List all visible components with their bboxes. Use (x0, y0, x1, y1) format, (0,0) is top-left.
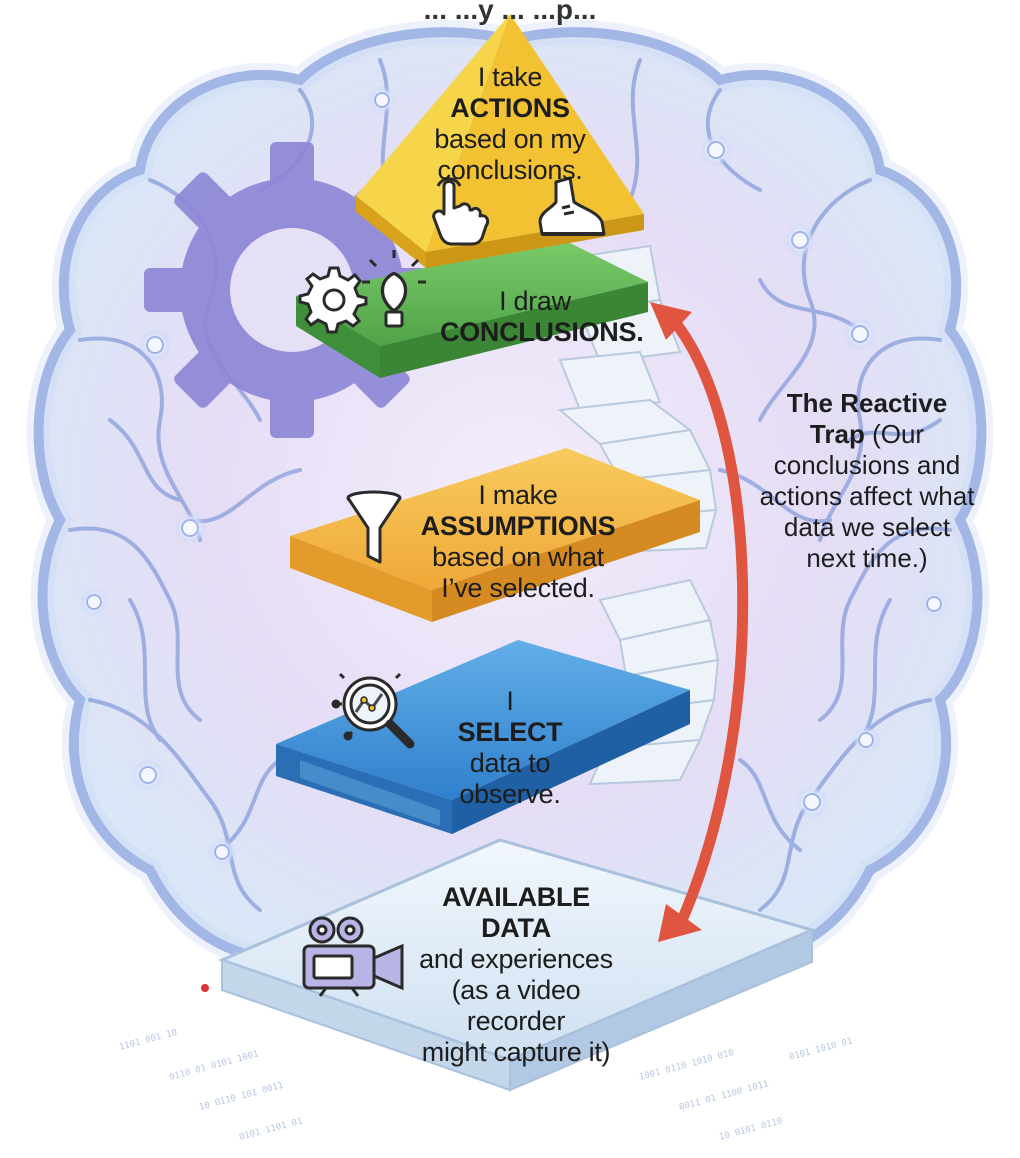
actions-line-2: ACTIONS (450, 93, 570, 123)
reactive-trap-line-2: actions affect what (759, 481, 975, 511)
svg-text:10 0110 101 0011: 10 0110 101 0011 (198, 1081, 284, 1113)
assumptions-line-1: I make (478, 480, 558, 510)
available-line-6: might capture it) (421, 1037, 611, 1067)
reactive-trap-line-4: next time.) (806, 543, 928, 573)
actions-line-4: conclusions. (437, 155, 583, 185)
assumptions-line-2: ASSUMPTIONS (420, 511, 616, 541)
available-line-2: DATA (481, 913, 551, 943)
select-line-4: observe. (459, 779, 561, 809)
label-select: I SELECT data to observe. (440, 686, 580, 810)
pointing-hand-icon (432, 177, 490, 246)
label-available-data: AVAILABLE DATA and experiences (as a vid… (406, 882, 626, 1068)
svg-text:1001 0110 1010 010: 1001 0110 1010 010 (638, 1048, 735, 1083)
level-assumptions (290, 448, 700, 622)
level-available-data (217, 838, 817, 1092)
assumptions-line-4: I’ve selected. (441, 573, 595, 603)
reactive-trap-line-1: conclusions and (773, 450, 961, 480)
select-line-3: data to (469, 748, 551, 778)
available-line-1: AVAILABLE (442, 882, 590, 912)
svg-text:1101 001 10: 1101 001 10 (118, 1028, 178, 1053)
header-cropped-title: ... ...y ... ...p... (423, 0, 597, 25)
neural-nodes (80, 86, 948, 866)
available-line-4: (as a video (451, 975, 581, 1005)
gear-icon (298, 266, 368, 334)
video-camera-icon (302, 916, 404, 997)
shoe-icon (538, 176, 606, 236)
conclusions-line-1: I draw (499, 286, 571, 316)
label-conclusions: I draw CONCLUSIONS. (440, 286, 644, 348)
label-assumptions: I make ASSUMPTIONS based on what I’ve se… (418, 480, 618, 604)
svg-text:0101 1010 01: 0101 1010 01 (788, 1036, 853, 1062)
select-line-1: I (506, 686, 514, 716)
svg-text:0101 1101 01: 0101 1101 01 (238, 1116, 303, 1142)
conclusions-line-2: CONCLUSIONS. (440, 317, 644, 347)
assumptions-line-3: based on what (432, 542, 604, 572)
red-dot (201, 984, 209, 992)
reactive-trap-arrow (650, 302, 749, 942)
available-line-3: and experiences (419, 944, 613, 974)
actions-line-3: based on my (434, 124, 586, 154)
reactive-trap-title-2: Trap (809, 419, 865, 449)
reactive-trap-title-1: The Reactive (786, 388, 948, 418)
actions-line-1: I take (477, 62, 543, 92)
svg-text:0011 01 1100 1011: 0011 01 1100 1011 (678, 1079, 770, 1113)
level-select (276, 640, 690, 834)
svg-text:10 0101 0110: 10 0101 0110 (718, 1116, 783, 1142)
reactive-trap-body-first: (Our (864, 419, 925, 449)
lightbulb-icon (362, 250, 426, 328)
svg-text:0110 01 0101 1001: 0110 01 0101 1001 (168, 1049, 260, 1083)
label-actions: I take ACTIONS based on my conclusions. (410, 62, 610, 186)
reactive-trap-line-3: data we select (783, 512, 951, 542)
magnifier-chart-icon (331, 672, 415, 749)
reactive-trap-caption: The Reactive Trap (Our conclusions and a… (744, 388, 990, 574)
funnel-icon (346, 490, 402, 564)
select-line-2: SELECT (457, 717, 563, 747)
available-line-5: recorder (466, 1006, 566, 1036)
